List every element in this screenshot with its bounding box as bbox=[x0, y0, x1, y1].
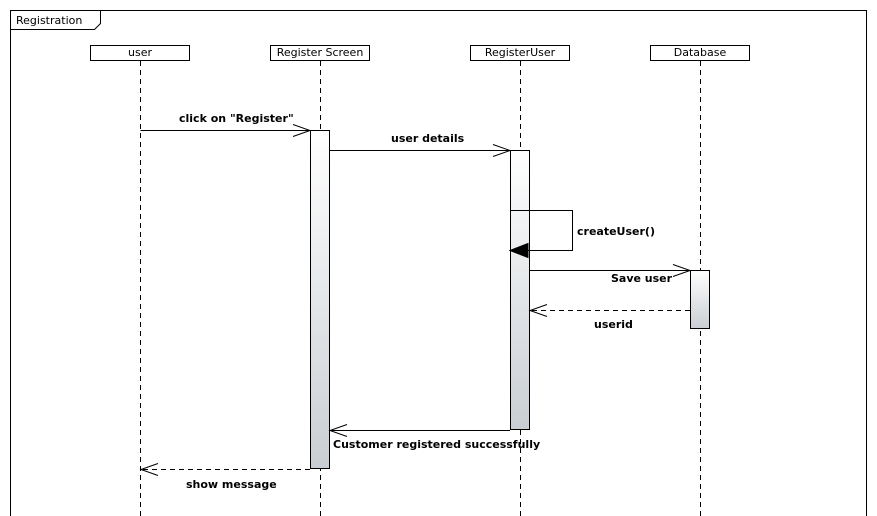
activation-register-screen bbox=[310, 130, 330, 469]
participant-user[interactable]: user bbox=[90, 45, 190, 61]
message-arrow-click-register bbox=[140, 124, 312, 137]
activation-database bbox=[690, 270, 710, 329]
participant-database[interactable]: Database bbox=[650, 45, 750, 61]
activation-register-user bbox=[510, 150, 530, 430]
message-label-save-user: Save user bbox=[611, 272, 673, 285]
message-arrow-userid bbox=[528, 304, 690, 317]
frame-title: Registration bbox=[16, 14, 83, 27]
message-label-userid: userid bbox=[594, 318, 633, 331]
participant-register-screen[interactable]: Register Screen bbox=[270, 45, 370, 61]
message-arrow-create-user bbox=[508, 210, 573, 259]
message-arrow-customer-registered bbox=[328, 424, 510, 437]
message-label-click-register: click on "Register" bbox=[179, 112, 294, 125]
message-label-create-user: createUser() bbox=[577, 225, 655, 238]
message-arrow-save-user bbox=[530, 264, 692, 277]
message-label-user-details: user details bbox=[391, 132, 465, 145]
frame-border bbox=[10, 10, 867, 516]
message-label-show-message: show message bbox=[186, 478, 277, 491]
message-arrow-show-message bbox=[139, 463, 310, 476]
participant-register-user[interactable]: RegisterUser bbox=[470, 45, 570, 61]
message-label-customer-registered: Customer registered successfully bbox=[333, 438, 541, 451]
frame-title-tab bbox=[10, 10, 101, 30]
message-arrow-user-details bbox=[330, 144, 512, 157]
